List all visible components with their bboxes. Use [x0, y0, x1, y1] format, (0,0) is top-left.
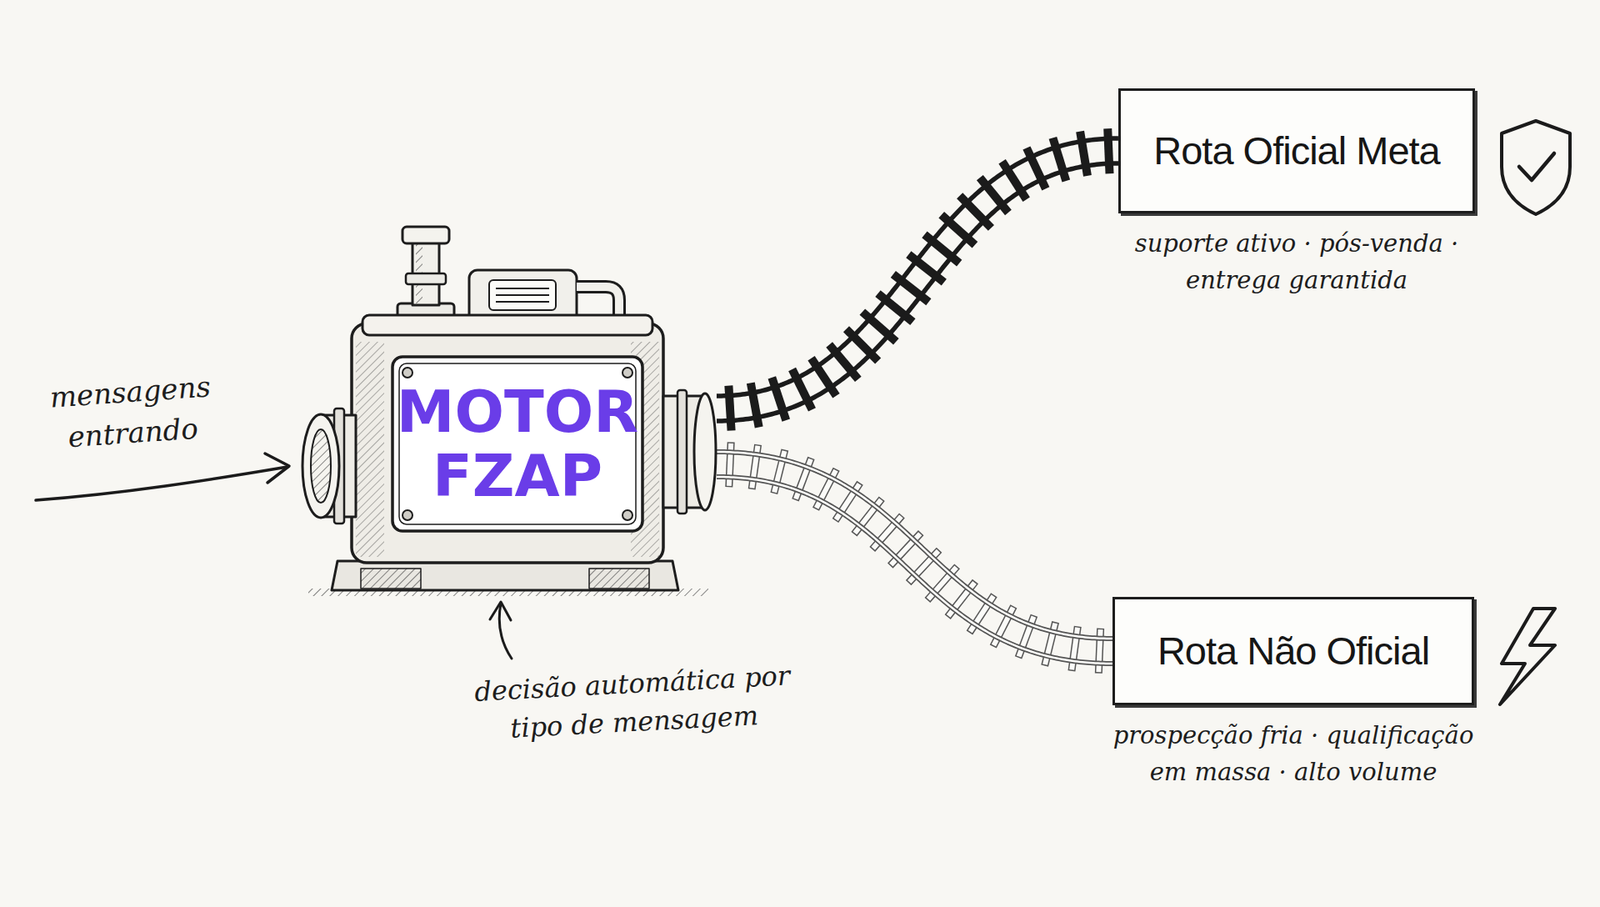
- check-mark: [1519, 153, 1555, 180]
- panel-bolt: [622, 510, 633, 520]
- chimney-cap: [402, 226, 450, 244]
- rail-tie: [960, 195, 992, 229]
- rail-tie: [845, 329, 878, 361]
- annotation-note: mensagens entrando: [29, 365, 235, 461]
- inlet-hole: [310, 429, 331, 503]
- route-note: prospecção fria · qualificação em massa …: [1093, 717, 1494, 790]
- arrow-head: [490, 601, 511, 620]
- engine-illustration: [302, 226, 716, 596]
- engine-base: [331, 560, 679, 590]
- rail-tie: [751, 444, 758, 489]
- route-title: Rota Oficial Meta: [1120, 129, 1473, 173]
- rail-tie: [890, 532, 921, 565]
- rail-tie: [829, 344, 859, 379]
- rail-tie: [872, 515, 903, 549]
- rail-tie: [941, 215, 975, 245]
- motor-grill: [489, 280, 556, 310]
- lightning-icon: [1500, 608, 1555, 705]
- route-box: Rota Oficial Metasuporte ativo · pós-ven…: [1118, 88, 1475, 214]
- outlet-ring: [677, 390, 687, 514]
- rail-inner: [716, 476, 1113, 664]
- name-panel: [392, 356, 643, 531]
- arrow-head: [265, 453, 290, 483]
- rail: [716, 163, 1119, 421]
- rail-track: [716, 128, 1119, 430]
- panel-bolt: [402, 510, 413, 520]
- panel-bolt: [402, 367, 413, 378]
- annotation-note: decisão automática por tipo de mensagem: [460, 655, 806, 750]
- route-title: Rota Não Oficial: [1115, 629, 1472, 673]
- grill-line: [495, 300, 550, 303]
- rail-tie: [729, 441, 731, 487]
- grill-line: [495, 294, 550, 296]
- rail-tie: [924, 234, 960, 263]
- rail-tie: [1080, 131, 1088, 176]
- rail-tie: [1098, 628, 1100, 674]
- engine-body: [351, 323, 664, 563]
- rail-tie: [893, 274, 930, 302]
- rail-inner: [716, 451, 1113, 639]
- grill-line: [495, 287, 550, 290]
- rail-tie: [1107, 128, 1110, 174]
- rail: [716, 451, 1113, 639]
- rail-tie: [862, 311, 896, 342]
- shield-icon: [1501, 120, 1570, 215]
- rail-tie: [980, 177, 1009, 213]
- route-box: Rota Não Oficialprospecção fria · qualif…: [1112, 596, 1475, 705]
- rail-tie: [947, 581, 975, 618]
- engine-foot: [589, 568, 650, 589]
- rail-tie: [877, 293, 913, 322]
- rail-tie: [1071, 625, 1078, 670]
- rail-layer: [716, 128, 1119, 673]
- rail: [716, 476, 1113, 664]
- rail: [716, 138, 1119, 396]
- rail-tie: [908, 254, 944, 282]
- rail-tie: [728, 385, 731, 431]
- route-note: suporte ativo · pós-venda · entrega gara…: [1096, 225, 1497, 299]
- rail-tie: [854, 498, 882, 535]
- outlet-mouth: [694, 393, 716, 510]
- panel-bolt: [622, 367, 633, 378]
- body-shade: [355, 341, 385, 557]
- engine-label: MOTOR FZAP: [392, 356, 643, 531]
- engine-foot: [360, 568, 421, 589]
- rail-centerline: [716, 150, 1119, 409]
- engine-node: MOTOR FZAP: [295, 225, 717, 592]
- rail-tie: [927, 565, 958, 600]
- rail-tie: [908, 550, 940, 583]
- incoming-arrow: [35, 466, 288, 500]
- body-rim: [362, 315, 653, 335]
- rail-track: [716, 441, 1113, 673]
- inlet-mouth: [302, 414, 340, 518]
- chimney-collar: [405, 273, 446, 285]
